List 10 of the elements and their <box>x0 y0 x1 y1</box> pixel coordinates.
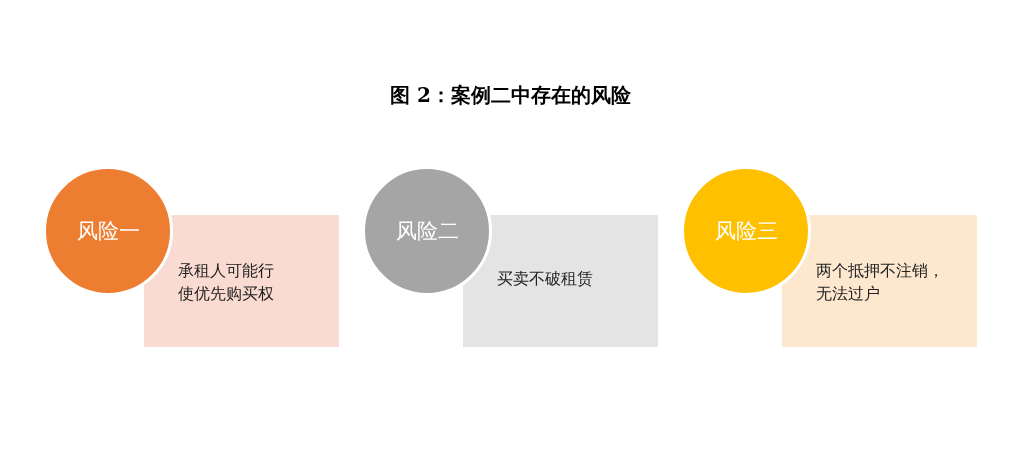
risk-title: 风险二 <box>395 218 459 245</box>
risk-card <box>463 215 658 347</box>
risk-card <box>144 215 339 347</box>
risk-title: 风险一 <box>76 218 140 245</box>
risk-description: 买卖不破租赁 <box>497 268 594 290</box>
risk-title: 风险三 <box>714 218 778 245</box>
risk-card <box>782 215 977 347</box>
risk-description: 两个抵押不注销，无法过户 <box>816 260 945 306</box>
diagram-title: 图 2：案例二中存在的风险 <box>389 82 632 109</box>
risk-description: 承租人可能行使优先购买权 <box>178 260 275 306</box>
